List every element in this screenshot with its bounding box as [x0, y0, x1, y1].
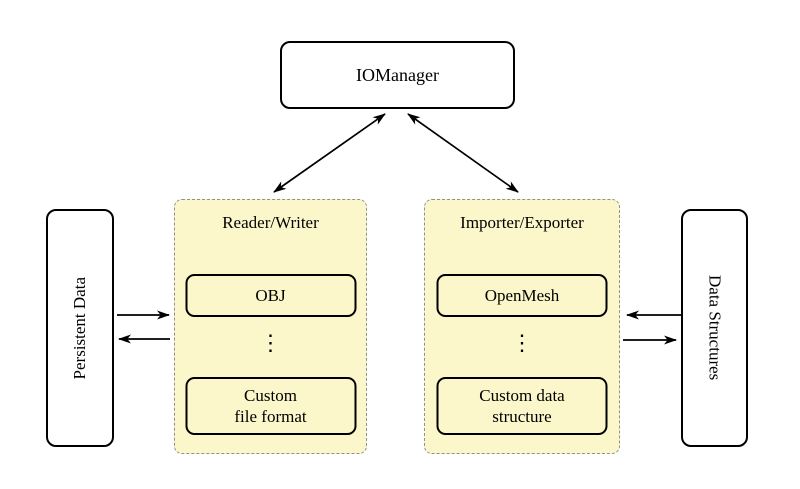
custom-file-format-line1: Custom	[244, 386, 297, 405]
node-custom-data-structure: Custom data structure	[436, 377, 608, 435]
custom-data-structure-line2: structure	[492, 407, 552, 426]
custom-file-format-line2: file format	[234, 407, 307, 426]
arrow-iomanager-importer-exporter	[407, 113, 519, 193]
vertical-dots-reader-writer: ⋮	[259, 330, 282, 355]
vertical-dots-importer-exporter: ⋮	[511, 330, 533, 355]
node-persistent-data: Persistent Data	[46, 209, 114, 447]
data-structures-label: Data Structures	[705, 275, 725, 381]
node-data-structures: Data Structures	[681, 209, 748, 447]
node-openmesh: OpenMesh	[436, 274, 608, 317]
iomanager-label: IOManager	[356, 64, 439, 85]
node-iomanager: IOManager	[280, 41, 515, 109]
obj-label: OBJ	[255, 286, 286, 305]
openmesh-label: OpenMesh	[484, 286, 560, 305]
custom-data-structure-line1: Custom data	[479, 386, 565, 405]
group-importer-exporter: Importer/Exporter OpenMesh ⋮ Custom data…	[424, 199, 620, 454]
persistent-data-label: Persistent Data	[70, 276, 89, 380]
group-reader-writer-title: Reader/Writer	[222, 213, 319, 232]
group-importer-exporter-title: Importer/Exporter	[460, 213, 584, 232]
group-reader-writer: Reader/Writer OBJ ⋮ Custom file format	[174, 199, 367, 454]
node-custom-file-format: Custom file format	[185, 377, 356, 435]
node-obj: OBJ	[185, 274, 356, 317]
arrow-iomanager-reader-writer	[273, 113, 386, 193]
